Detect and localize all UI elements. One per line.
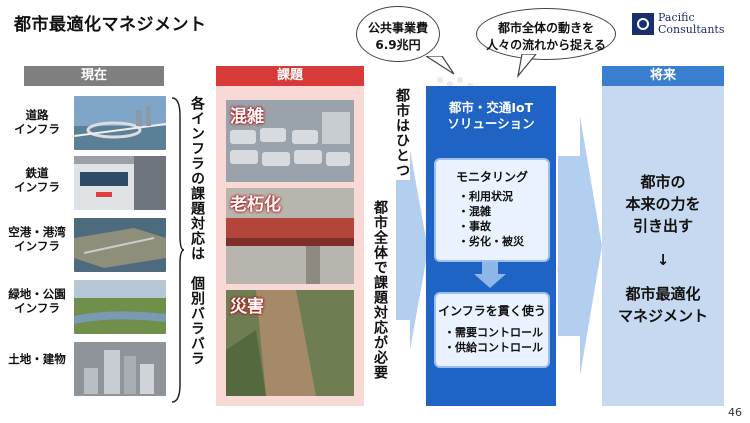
down-arrow-icon <box>474 262 506 288</box>
infra-label-road: 道路 インフラ <box>2 108 72 136</box>
photo-park <box>74 280 166 334</box>
photo-airport-port <box>74 218 166 272</box>
page-title: 都市最適化マネジメント <box>14 15 207 35</box>
middle-text-one-city: 都市はひとつ <box>394 88 410 178</box>
infra-label-land-building: 土地・建物 <box>2 352 72 366</box>
bubble-cost-line1: 公共事業費 <box>367 21 428 35</box>
monitoring-item: ・事故 <box>458 220 491 233</box>
infra-label-rail: 鉄道 インフラ <box>2 166 72 194</box>
future-panel <box>602 86 724 406</box>
bubble-flow-tail <box>517 54 537 78</box>
infra-label-park: 緑地・公園 インフラ <box>2 287 72 315</box>
bubble-cost-tail <box>426 56 455 75</box>
bubble-flow-line1: 都市全体の動きを <box>497 21 594 35</box>
future-text-line4: 都市最適化 <box>625 285 701 303</box>
bubble-cost-line2: 6.9兆円 <box>375 38 421 52</box>
photo-land-building <box>74 342 166 396</box>
infra-use-box: インフラを貫く使う ・需要コントロール ・供給コントロール <box>434 292 550 368</box>
bubble-city-flow: 都市全体の動きを 人々の流れから捉える <box>476 8 616 60</box>
logo-line-2: Consultants <box>658 23 725 36</box>
logo-mark-icon <box>632 13 654 35</box>
arrow-to-solution <box>396 150 428 350</box>
infra-label-airport-port: 空港・港湾 インフラ <box>2 225 72 253</box>
solution-title-line2: ソリューション <box>447 116 535 131</box>
infra-use-item: ・供給コントロール <box>444 341 543 354</box>
issue-photo-congestion: 混雑 <box>226 100 354 182</box>
photo-road <box>74 96 166 150</box>
infra-label-text: 土地・建物 <box>8 352 66 366</box>
future-text-line5: マネジメント <box>617 307 708 325</box>
issue-label-congestion: 混雑 <box>230 107 264 127</box>
issue-label-aging: 老朽化 <box>230 195 281 215</box>
issue-photo-aging: 老朽化 <box>226 188 354 284</box>
future-arrow: ↓ <box>656 251 670 269</box>
monitoring-title: モニタリング <box>455 170 528 184</box>
solution-title: 都市・交通IoT ソリューション <box>426 100 556 132</box>
brace-vertical-text: 各インフラの課題対応は 個別バラバラ <box>189 96 205 366</box>
bubble-flow-line2: 人々の流れから捉える <box>486 38 606 52</box>
monitoring-item: ・混雑 <box>458 205 491 218</box>
future-text-line2: 本来の力を <box>625 195 701 213</box>
section-header-future: 将来 <box>602 66 724 86</box>
logo-line-1: Pacific <box>658 11 695 24</box>
section-header-issues: 課題 <box>216 66 364 86</box>
monitoring-item: ・劣化・被災 <box>458 235 524 248</box>
infra-label-text: 鉄道 インフラ <box>14 166 60 194</box>
page-number: 46 <box>728 406 742 419</box>
issue-label-disaster: 災害 <box>230 297 264 317</box>
monitoring-box: モニタリング ・利用状況 ・混雑 ・事故 ・劣化・被災 <box>434 158 550 262</box>
curly-brace <box>171 97 184 403</box>
infra-label-text: 緑地・公園 インフラ <box>8 287 66 315</box>
middle-text-whole-city: 都市全体で課題対応が必要 <box>372 200 388 380</box>
bubble-public-cost: 公共事業費 6.9兆円 <box>356 6 440 62</box>
solution-title-line1: 都市・交通IoT <box>448 100 534 115</box>
future-text-line3: 引き出す <box>632 217 693 235</box>
section-header-current: 現在 <box>24 66 164 86</box>
photo-rail <box>74 156 166 210</box>
arrow-to-future <box>558 116 602 376</box>
issue-photo-disaster: 災害 <box>226 290 354 396</box>
infra-use-item: ・需要コントロール <box>444 326 543 339</box>
infra-use-title: インフラを貫く使う <box>438 304 546 318</box>
company-logo: Pacific Consultants <box>632 12 732 38</box>
infra-label-text: 道路 インフラ <box>14 108 60 136</box>
future-text-line1: 都市の <box>640 173 686 191</box>
infra-label-text: 空港・港湾 インフラ <box>8 225 66 253</box>
monitoring-item: ・利用状況 <box>458 190 513 203</box>
